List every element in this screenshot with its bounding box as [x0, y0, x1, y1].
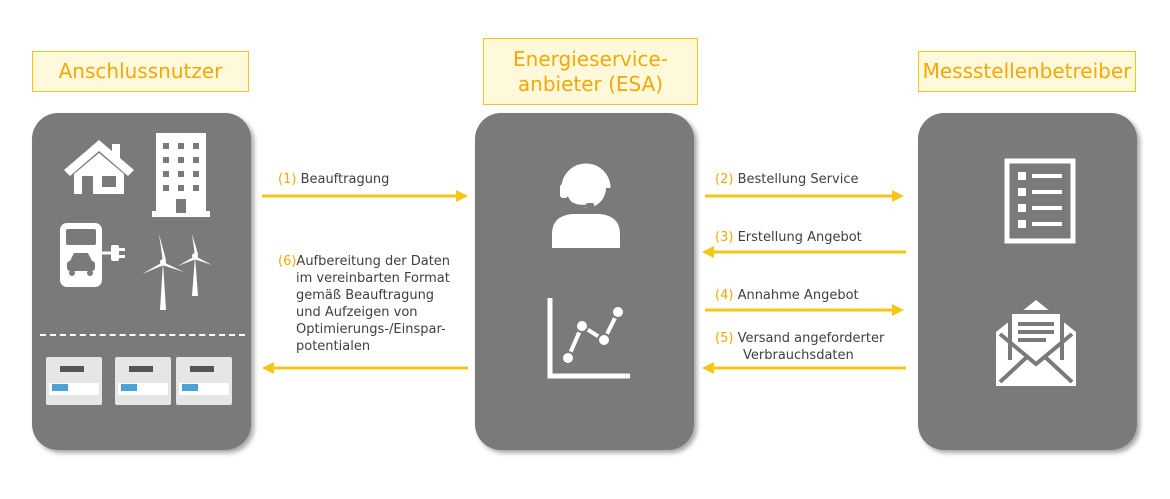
open-envelope-icon	[996, 300, 1076, 386]
step-1-label: (1) Beauftragung	[278, 172, 390, 187]
electricity-meter-icon	[176, 357, 232, 405]
panel-messstellenbetreiber	[918, 113, 1137, 450]
wind-turbine-icon	[142, 234, 212, 310]
title-esa-line2: anbieter (ESA)	[517, 71, 664, 96]
step-5-label: (5) Versand angeforderter Verbrauchsdate…	[715, 331, 885, 363]
electricity-meter-icon	[115, 357, 171, 405]
dashed-divider	[40, 334, 245, 336]
step-3-label: (3) Erstellung Angebot	[715, 230, 862, 245]
house-icon	[64, 140, 134, 194]
checklist-icon	[1004, 158, 1076, 244]
arrow-3-left	[702, 246, 906, 258]
support-agent-icon	[552, 163, 620, 248]
step-2-label: (2) Bestellung Service	[715, 172, 859, 187]
title-messstellenbetreiber: Messstellenbetreiber	[918, 51, 1136, 92]
line-chart-icon	[547, 298, 630, 379]
arrow-6-left	[262, 362, 468, 374]
title-esa-line1: Energieservice-	[513, 46, 668, 71]
ev-charger-icon	[60, 223, 125, 287]
step-4-label: (4) Annahme Angebot	[715, 288, 859, 303]
title-anschlussnutzer-text: Anschlussnutzer	[58, 59, 223, 83]
arrow-1-right	[262, 190, 468, 202]
title-esa: Energieservice- anbieter (ESA)	[483, 38, 698, 105]
step-6-label: (6)Aufbereitung der Daten im vereinbarte…	[278, 254, 451, 354]
office-building-icon	[152, 133, 210, 217]
electricity-meter-icon	[46, 357, 102, 405]
arrow-5-left	[702, 362, 906, 374]
title-anschlussnutzer: Anschlussnutzer	[32, 51, 249, 92]
arrow-4-right	[705, 304, 904, 316]
title-messstellenbetreiber-text: Messstellenbetreiber	[922, 59, 1132, 83]
arrow-2-right	[705, 190, 904, 202]
